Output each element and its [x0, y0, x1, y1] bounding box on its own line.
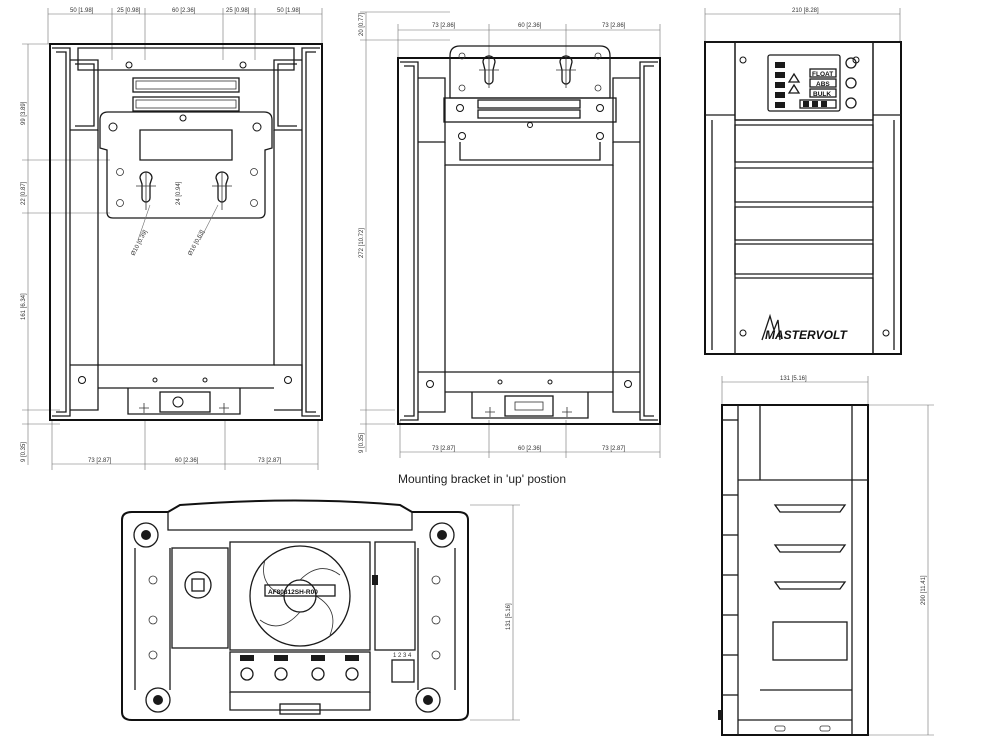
dim-up-top-2: 60 [2.36] — [518, 23, 542, 29]
dim-bottom-height: 131 [5.16] — [506, 603, 512, 630]
dim-side-height: 290 [11.41] — [921, 575, 927, 605]
brand-logo: MASTERVOLT — [765, 328, 848, 342]
side-view: 131 [5.16] 290 [11.41] — [718, 376, 934, 736]
dim-front-left-4: 9 [0.35] — [21, 442, 27, 462]
fan-label: AF80812SH-R00 — [268, 589, 318, 596]
view-caption: Mounting bracket in 'up' postion — [398, 472, 566, 486]
dim-front-inner-1: 24 [0.94] — [176, 181, 182, 205]
dim-right-width: 210 [8.28] — [792, 8, 819, 14]
dim-front-bottom-3: 73 [2.87] — [258, 458, 282, 464]
abs-label: ABS — [816, 81, 830, 88]
dim-up-left-1: 20 [0.77] — [359, 12, 365, 36]
dim-front-top-1: 50 [1.98] — [70, 8, 94, 14]
dim-front-left-3: 161 [6.34] — [21, 293, 27, 320]
front-panel-view: 210 [8.28] FLOAT ABS BULK — [704, 8, 902, 355]
dim-up-left-2: 272 [10.72] — [359, 228, 365, 258]
dim-front-inner-2: Ø10 [0.39] — [130, 229, 149, 257]
dim-front-bottom-1: 73 [2.87] — [88, 458, 112, 464]
dip-label: 1 2 3 4 — [393, 653, 412, 659]
dim-front-top-2: 25 [0.98] — [117, 8, 141, 14]
bulk-label: BULK — [813, 91, 831, 98]
dim-front-top-4: 25 [0.98] — [226, 8, 250, 14]
dim-front-top-5: 50 [1.98] — [277, 8, 301, 14]
bottom-view: 131 [5.16] — [121, 499, 520, 721]
dim-side-width: 131 [5.16] — [780, 376, 807, 382]
dim-up-bottom-1: 73 [2.87] — [432, 446, 456, 452]
dim-front-left-1: 99 [3.89] — [21, 101, 27, 125]
dim-up-bottom-3: 73 [2.87] — [602, 446, 626, 452]
dim-up-left-3: 9 [0.35] — [359, 433, 365, 453]
dim-up-top-1: 73 [2.86] — [432, 23, 456, 29]
dim-front-inner-3: Ø16 [0.63] — [187, 229, 206, 257]
dim-up-bottom-2: 60 [2.36] — [518, 446, 542, 452]
float-label: FLOAT — [812, 71, 833, 78]
dim-front-bottom-2: 60 [2.36] — [175, 458, 199, 464]
bracket-up-view: 73 [2.86] 60 [2.36] 73 [2.86] 20 [0.77] … — [359, 11, 661, 486]
dim-up-top-3: 73 [2.86] — [602, 23, 626, 29]
dim-front-left-2: 22 [0.87] — [21, 181, 27, 205]
dim-front-top-3: 60 [2.36] — [172, 8, 196, 14]
front-view: 50 [1.98] 25 [0.98] 60 [2.36] 25 [0.98] … — [21, 8, 323, 470]
